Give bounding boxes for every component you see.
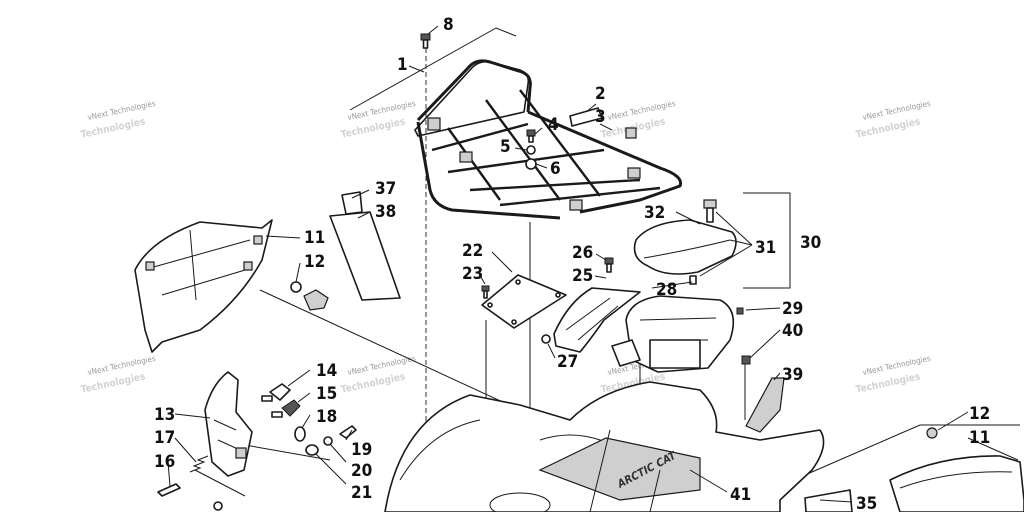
cover-25: [541, 257, 641, 353]
fender-bracket: [804, 424, 1020, 476]
assembly-line: [244, 444, 331, 461]
callout-29: 29: [782, 299, 803, 319]
storage-lid: [633, 199, 737, 285]
callout-23: 23: [462, 264, 483, 284]
grommet-18: [294, 426, 306, 442]
plate-22: [481, 274, 567, 329]
callout-17: 17: [154, 428, 175, 448]
callout-21: 21: [351, 483, 372, 503]
clip-28: [689, 275, 697, 285]
callout-1: 1: [397, 55, 408, 75]
callout-28: 28: [656, 280, 677, 300]
side-panel-right: [889, 427, 1024, 513]
watermark-small: vNext Technologies: [87, 99, 157, 122]
callout-11-right: 11: [969, 428, 990, 448]
star-nut: [303, 289, 329, 311]
callout-5: 5: [500, 137, 511, 157]
callout-30: 30: [800, 233, 821, 253]
reflector-39: [745, 377, 785, 433]
bulb-15: [281, 399, 301, 417]
grommet: [290, 281, 302, 293]
rack-mount-block: [627, 167, 641, 179]
rear-fender: ARCTIC CAT: [384, 381, 825, 517]
spring-17: [189, 455, 209, 473]
watermark-small: vNext Technologies: [87, 354, 157, 377]
bolt-8: [420, 33, 431, 49]
callout-14: 14: [316, 361, 337, 381]
callout-4: 4: [548, 115, 559, 135]
callout-18: 18: [316, 407, 337, 427]
storage-box: [611, 295, 735, 373]
screw-26: [604, 257, 614, 265]
assembly-line: [259, 289, 521, 411]
decal-2: [569, 107, 603, 127]
grommet: [926, 427, 938, 439]
rack-mount-block: [569, 199, 583, 211]
callout-41: 41: [730, 485, 751, 505]
callout-12-left: 12: [304, 252, 325, 272]
washer: [213, 501, 223, 511]
mud-flap: [329, 191, 401, 301]
watermark-small: vNext Technologies: [862, 354, 932, 377]
callout-40: 40: [782, 321, 803, 341]
callout-22: 22: [462, 241, 483, 261]
screw-16: [157, 483, 181, 497]
callout-12-right: 12: [969, 404, 990, 424]
latch-31: [703, 199, 717, 209]
bulb-14: [269, 383, 291, 401]
callout-27: 27: [557, 352, 578, 372]
rack-bracket: [349, 27, 517, 111]
rear-rack: [414, 59, 683, 220]
washer-20: [323, 436, 333, 446]
bolt-19: [339, 425, 357, 439]
washer-21: [305, 444, 319, 456]
callout-37: 37: [375, 179, 396, 199]
callout-13: 13: [154, 405, 175, 425]
callout-16: 16: [154, 452, 175, 472]
taillight-assembly: [157, 371, 357, 511]
watermark-small: vNext Technologies: [607, 99, 677, 122]
bracket-30: [743, 192, 791, 289]
callout-35: 35: [856, 494, 877, 512]
callout-32: 32: [644, 203, 665, 223]
callout-11-left: 11: [304, 228, 325, 248]
callout-8: 8: [443, 15, 454, 35]
callout-19: 19: [351, 440, 372, 460]
retainer-40: [741, 355, 751, 365]
watermark-small: vNext Technologies: [347, 99, 417, 122]
rack-mount-block: [459, 151, 473, 163]
callout-2: 2: [595, 84, 606, 104]
callout-25: 25: [572, 266, 593, 286]
screw-29: [736, 307, 744, 315]
screw-27: [541, 334, 551, 344]
callout-38: 38: [375, 202, 396, 222]
watermark-small: vNext Technologies: [862, 99, 932, 122]
leader-lines: [167, 25, 1019, 503]
rack-mount-block: [427, 117, 441, 131]
nut: [625, 127, 637, 139]
hardware-4-5-6: [525, 129, 537, 170]
callout-6: 6: [550, 159, 561, 179]
callout-15: 15: [316, 384, 337, 404]
fender-bracket-left: [194, 469, 246, 497]
callout-labels: 8 1 2 3 4 5 6 11 12 37 38 22 23 26 25 27…: [154, 15, 990, 514]
callout-39: 39: [782, 365, 803, 385]
callout-26: 26: [572, 243, 593, 263]
callout-3: 3: [595, 107, 606, 127]
callout-31: 31: [755, 238, 776, 258]
side-panel-left: [134, 219, 273, 353]
callout-20: 20: [351, 461, 372, 481]
